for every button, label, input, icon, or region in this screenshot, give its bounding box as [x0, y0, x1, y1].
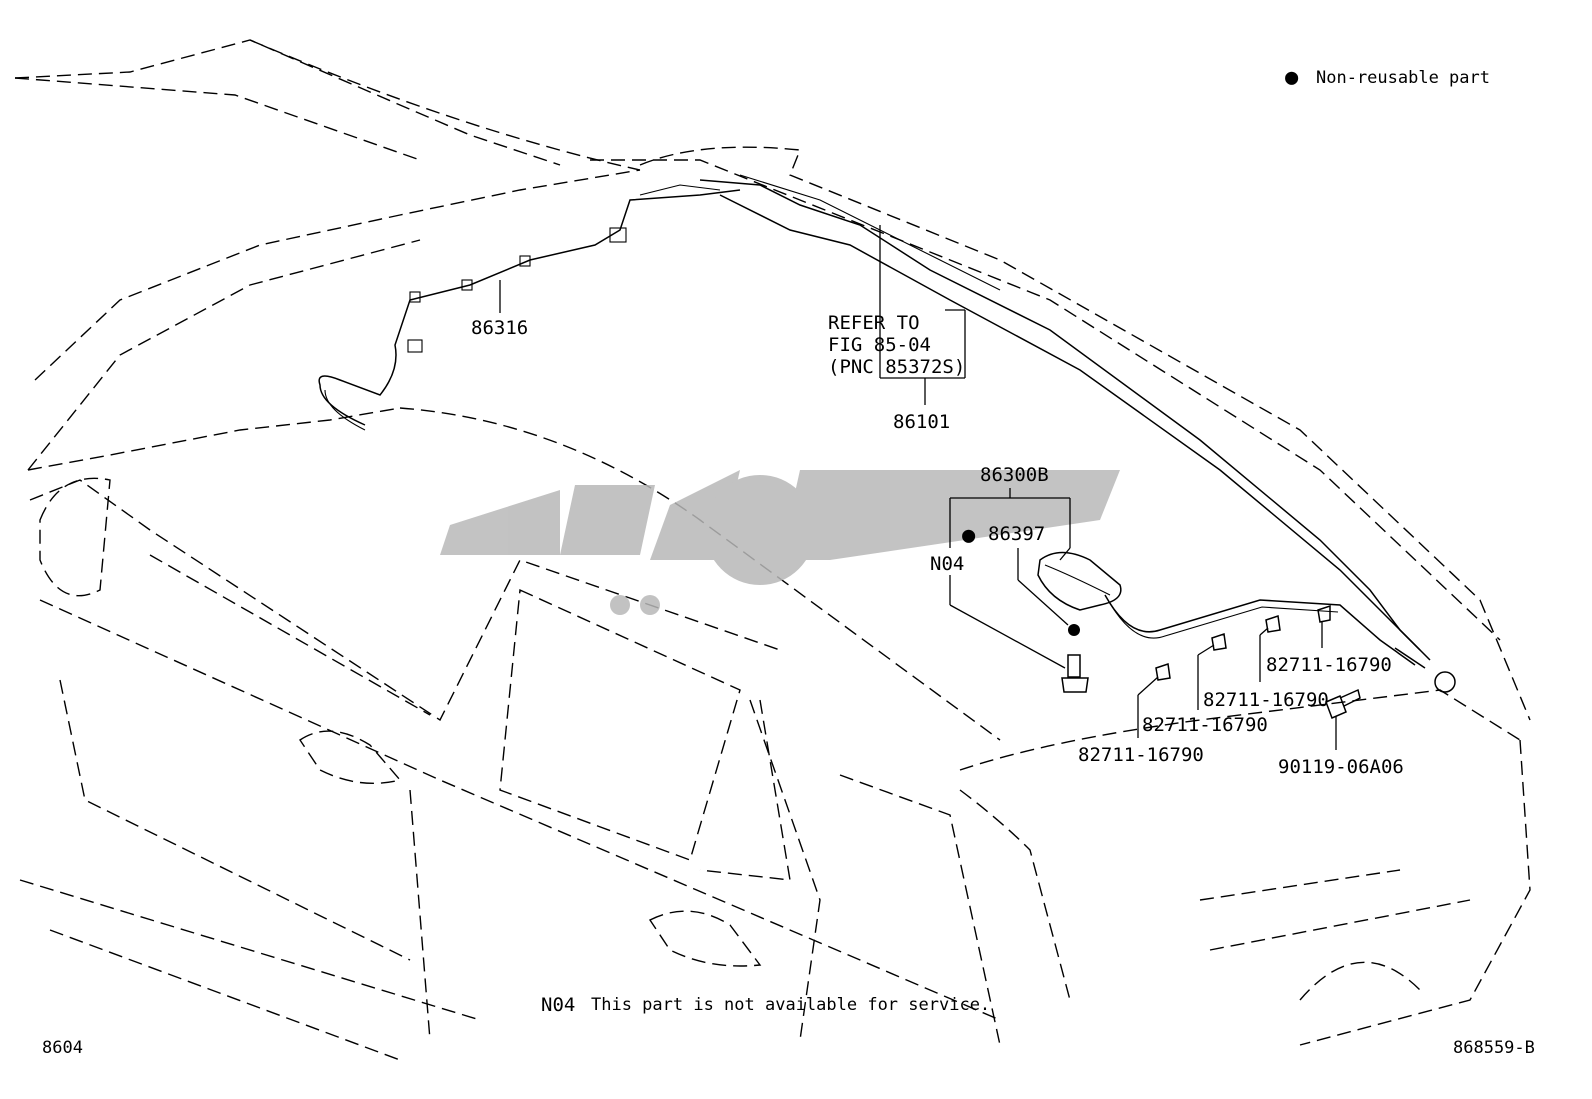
- footer-left-code: 8604: [42, 1038, 83, 1058]
- legend: ● Non-reusable part: [1285, 65, 1490, 90]
- leader-lines: [499, 225, 1337, 750]
- refer-to-line3: (PNC 85372S): [828, 356, 965, 378]
- bolt-90119: [1325, 688, 1361, 719]
- refer-to-line1: REFER TO: [828, 312, 920, 334]
- wire-harness-86316: [318, 184, 741, 431]
- callout-clip-2: 82711-16790: [1142, 714, 1268, 736]
- bolt-icon: [1061, 654, 1089, 693]
- callout-86101: 86101: [893, 411, 950, 433]
- callout-clip-4: 82711-16790: [1266, 654, 1392, 676]
- callout-86300B: 86300B: [980, 464, 1049, 486]
- footnote-code: N04: [541, 994, 575, 1016]
- callout-clip-3: 82711-16790: [1203, 689, 1329, 711]
- antenna-cable-86101: [699, 174, 1456, 693]
- refer-to-line2: FIG 85-04: [828, 334, 931, 356]
- callout-labels: 86316 REFER TO FIG 85-04 (PNC 85372S) 86…: [471, 312, 1404, 778]
- callout-86397: 86397: [988, 523, 1045, 545]
- footer-right-code: 868559-B: [1453, 1038, 1535, 1058]
- non-reusable-mark: ●: [962, 523, 976, 548]
- callout-clip-1: 82711-16790: [1078, 744, 1204, 766]
- footnote-text: This part is not available for service.: [591, 995, 990, 1015]
- callout-N04: N04: [930, 553, 964, 575]
- bullet-dot-icon: ●: [1285, 65, 1299, 90]
- footnote: N04 This part is not available for servi…: [541, 994, 990, 1016]
- callout-bolt: 90119-06A06: [1278, 756, 1404, 778]
- legend-text: Non-reusable part: [1316, 68, 1490, 88]
- callout-86316: 86316: [471, 317, 528, 339]
- antenna-icon: [1037, 551, 1122, 693]
